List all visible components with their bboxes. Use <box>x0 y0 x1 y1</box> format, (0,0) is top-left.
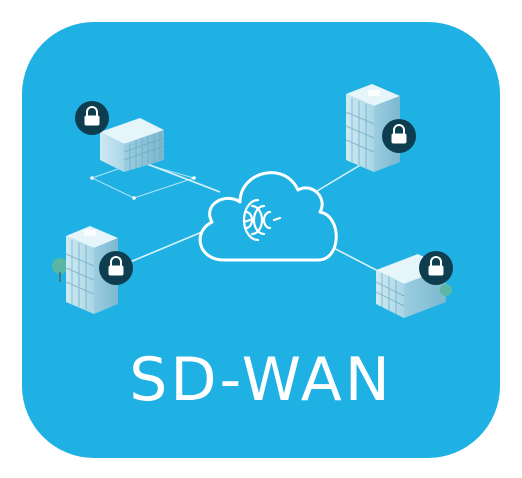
network-diagram <box>52 84 453 318</box>
fingerprint-arcs-icon <box>242 198 282 242</box>
link-bottom-left <box>129 231 203 263</box>
page-title: SD-WAN <box>129 345 393 415</box>
tree-icon <box>52 258 68 282</box>
ground-dots <box>90 160 196 200</box>
lock-icon <box>382 119 416 153</box>
office-building-icon <box>345 84 400 172</box>
cloud-icon <box>198 171 338 262</box>
lock-icon <box>99 251 133 285</box>
dotted-ground-plane <box>90 161 196 199</box>
lock-icon <box>75 101 109 135</box>
sd-wan-tile: SD-WAN <box>22 22 500 458</box>
office-building-icon <box>100 118 165 172</box>
lock-icon <box>419 251 453 285</box>
